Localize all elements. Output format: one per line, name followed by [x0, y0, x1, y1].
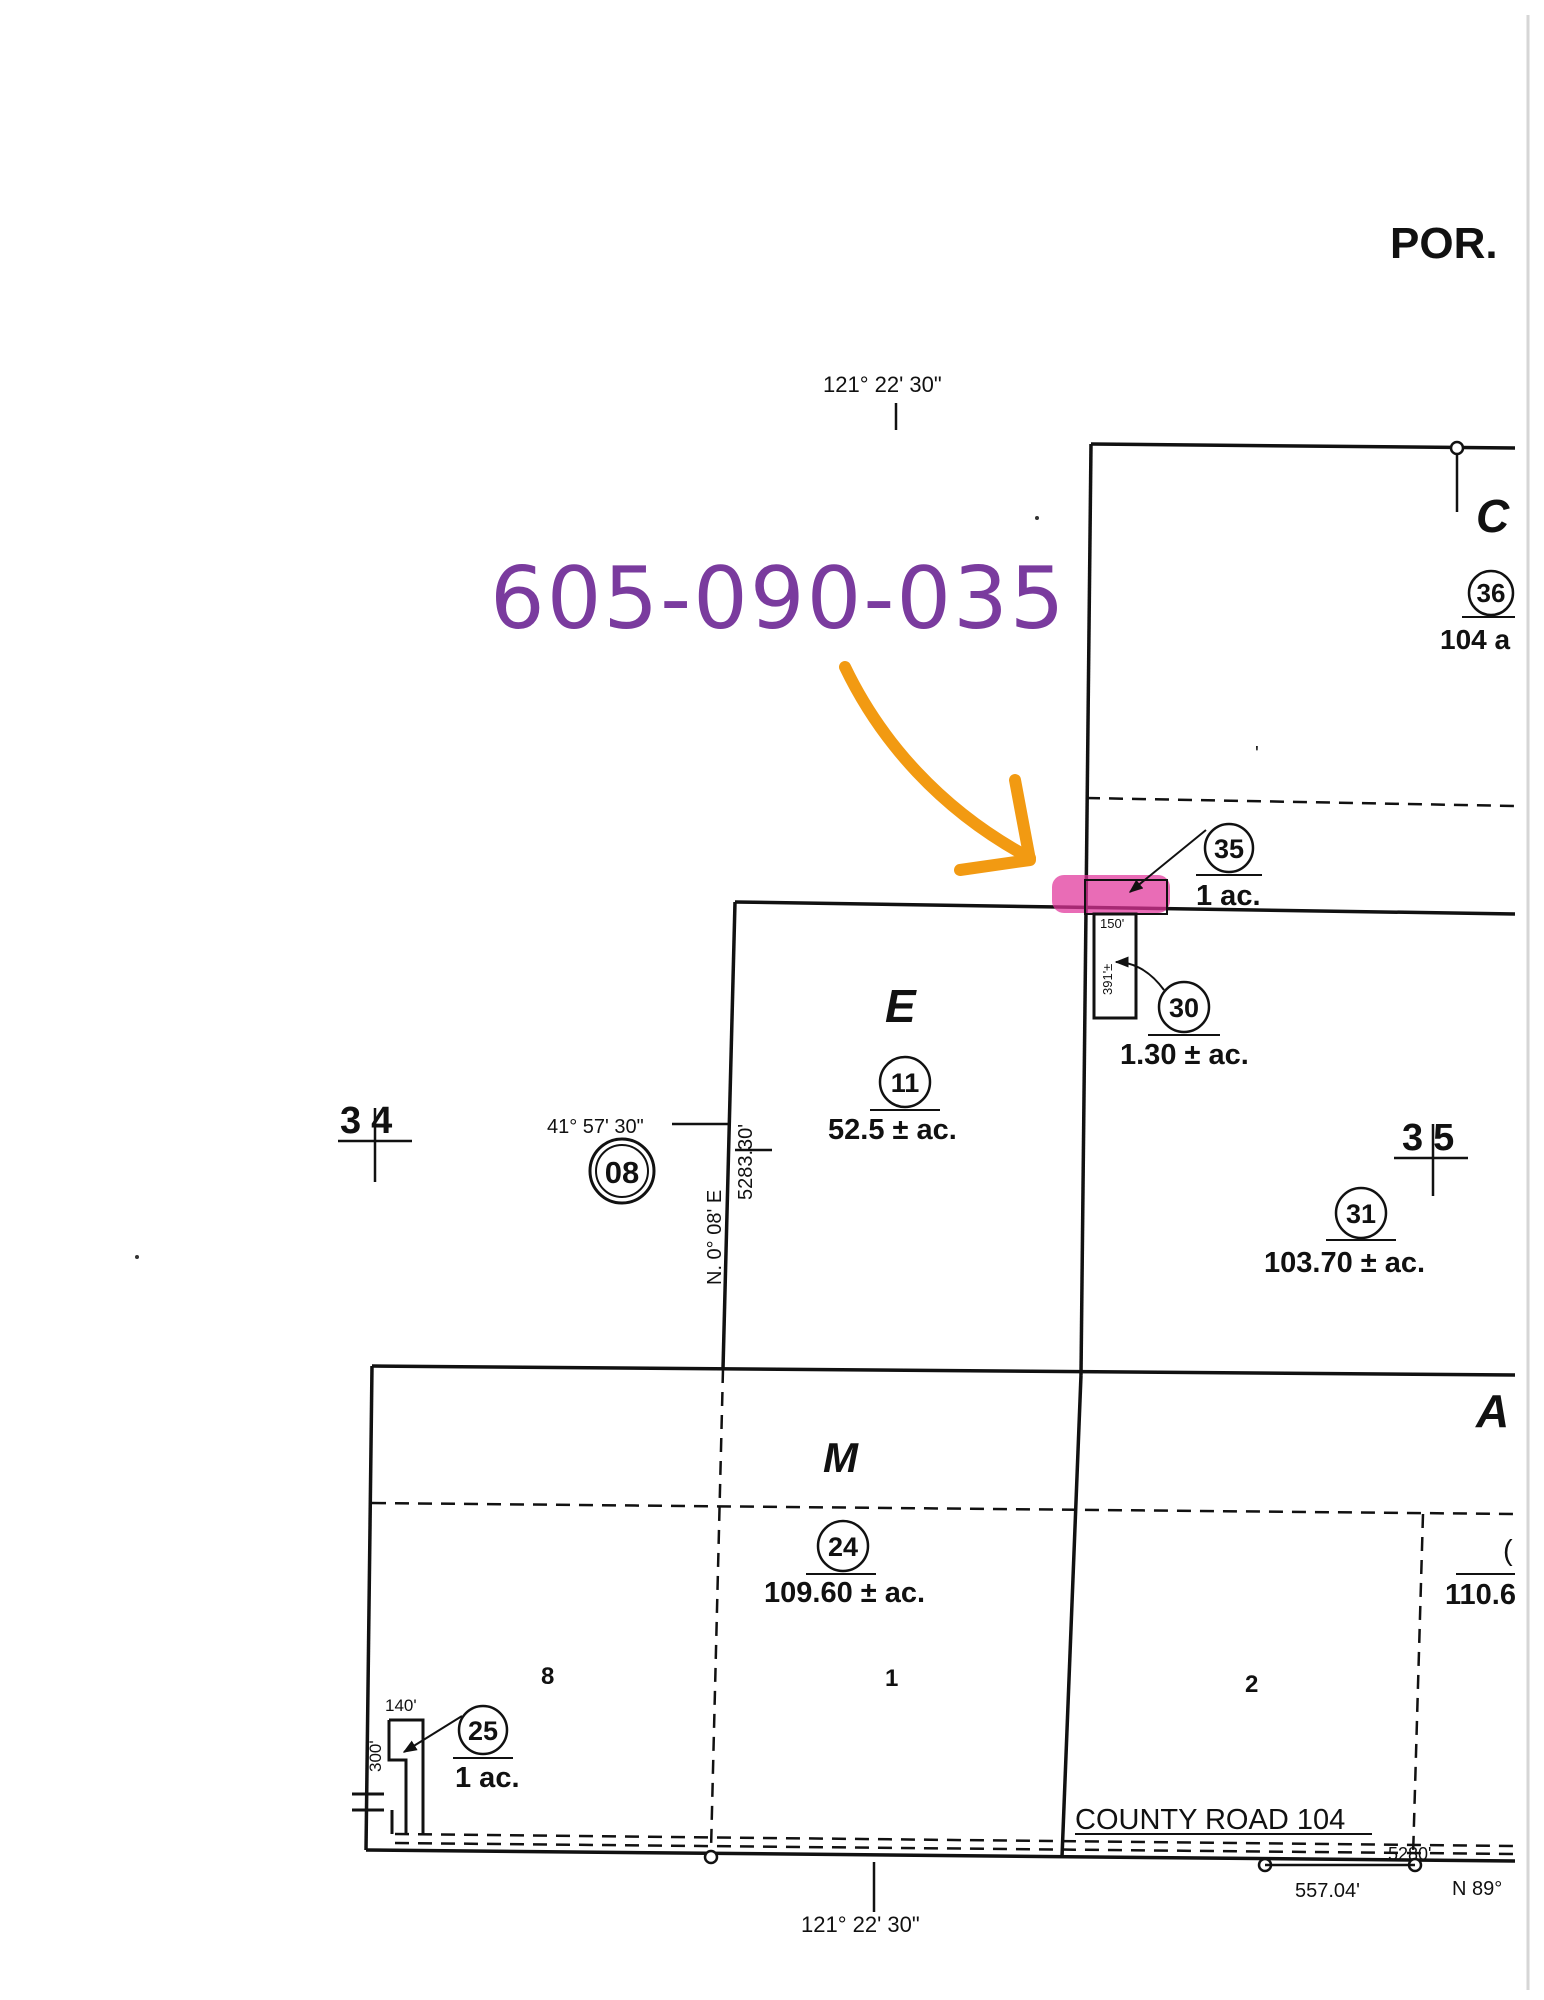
monument-top-right: [1449, 440, 1465, 512]
handwritten-parcel-number: 605-090-035: [490, 549, 1067, 649]
parcel-30-label: 30 1.30 ± ac.: [1114, 956, 1249, 1071]
parcel-boundaries: [364, 442, 1516, 1863]
parcel-area: 1 ac.: [1196, 880, 1261, 912]
parcel-36-label: 36 104 a: [1440, 569, 1515, 655]
parcel-id: 36: [1477, 578, 1506, 608]
lot-number-2: 2: [1245, 1671, 1258, 1698]
parcel-id: 11: [891, 1068, 920, 1098]
scan-speck: [135, 1255, 139, 1259]
parcel-right-label: ( 110.6: [1445, 1535, 1516, 1611]
block-letter-e: E: [885, 980, 917, 1032]
section-34-corner: 34: [338, 1100, 412, 1182]
parcel-11-label: 11 52.5 ± ac.: [828, 1055, 957, 1146]
dimension-5283: 5283.30': [735, 1124, 757, 1200]
lot-number-8: 8: [541, 1663, 554, 1690]
dimension-557: 557.04': [1295, 1880, 1360, 1902]
lot-number-1: 1: [885, 1665, 898, 1692]
section-number: 34: [340, 1100, 402, 1142]
bearing-north-89: N 89°: [1452, 1878, 1502, 1900]
dashed-lot-lines: [371, 796, 1516, 1858]
scan-speck: [1035, 516, 1039, 520]
parcel-area: 104 a: [1440, 624, 1510, 655]
block-letter-m: M: [823, 1434, 859, 1481]
dimension-5280: 5280': [1388, 1844, 1431, 1864]
svg-text:(: (: [1503, 1535, 1513, 1567]
dimension-391: 391'±: [1100, 964, 1115, 995]
parcel-id: 25: [468, 1716, 498, 1746]
dimension-140: 140': [385, 1696, 417, 1715]
parcel-25-label: 25 1 ac.: [402, 1704, 520, 1794]
stray-mark: ': [1255, 743, 1259, 765]
left-latitude-label: 41° 57' 30": [547, 1116, 644, 1138]
parcel-25-strip: [352, 1718, 425, 1834]
dimension-300: 300': [366, 1740, 385, 1772]
parcel-area: 1 ac.: [455, 1762, 520, 1794]
parcel-24-label: 24 109.60 ± ac.: [764, 1519, 925, 1609]
county-road-label: COUNTY ROAD 104: [1075, 1804, 1345, 1836]
map-title-fragment: POR.: [1390, 219, 1498, 268]
parcel-id: 31: [1346, 1199, 1376, 1229]
parcel-31-label: 31 103.70 ± ac.: [1264, 1186, 1425, 1279]
bottom-longitude-label: 121° 22' 30": [801, 1912, 920, 1937]
orange-arrow-icon: [839, 661, 1036, 876]
parcel-area: 110.6: [1445, 1579, 1516, 1611]
dimension-150: 150': [1100, 916, 1124, 931]
parcel-area: 1.30 ± ac.: [1120, 1039, 1249, 1071]
parcel-id: 30: [1169, 993, 1199, 1023]
top-longitude-label: 121° 22' 30": [823, 372, 942, 397]
block-letter-c: C: [1476, 490, 1510, 542]
section-35-corner: 35: [1394, 1117, 1468, 1196]
bottom-monuments: [703, 1849, 1423, 1873]
section-number: 35: [1402, 1117, 1464, 1159]
badge-text: 08: [605, 1155, 639, 1190]
block-letter-a: A: [1475, 1385, 1509, 1437]
parcel-area: 52.5 ± ac.: [828, 1114, 957, 1146]
parcel-area: 103.70 ± ac.: [1264, 1247, 1425, 1279]
parcel-area: 109.60 ± ac.: [764, 1577, 925, 1609]
parcel-35-label: 35 1 ac.: [1128, 822, 1262, 912]
parcel-id: 24: [828, 1532, 858, 1562]
page-badge: 08: [588, 1137, 656, 1205]
bearing-north-east: N. 0° 08' E: [704, 1190, 726, 1285]
parcel-id: 35: [1214, 834, 1244, 864]
